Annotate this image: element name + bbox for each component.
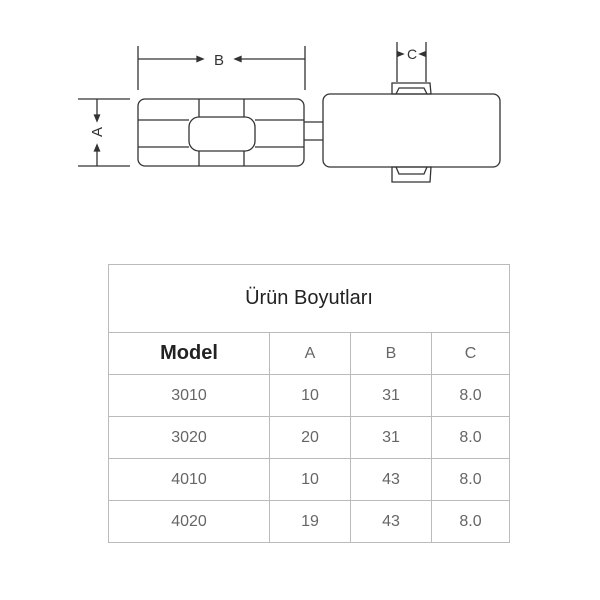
label-a: A — [89, 127, 106, 137]
product-dimension-drawing: B A C — [78, 42, 501, 183]
table-row: 4010 10 43 8.0 — [108, 458, 510, 501]
header-c: C — [431, 332, 510, 375]
cell-b: 43 — [350, 458, 432, 501]
table-row: 3010 10 31 8.0 — [108, 374, 510, 417]
left-block-top-view — [137, 98, 305, 167]
dimension-a: A — [78, 98, 130, 167]
header-b: B — [350, 332, 432, 375]
cell-b: 31 — [350, 374, 432, 417]
table-header-row: Model A B C — [108, 332, 510, 375]
right-block-side-view — [322, 82, 501, 183]
cell-c: 8.0 — [431, 458, 510, 501]
cell-a: 10 — [269, 374, 351, 417]
header-a: A — [269, 332, 351, 375]
cell-model: 4010 — [108, 458, 270, 501]
table-title: Ürün Boyutları — [108, 264, 510, 333]
cell-model: 3010 — [108, 374, 270, 417]
cell-a: 10 — [269, 458, 351, 501]
cell-b: 31 — [350, 416, 432, 459]
label-c: C — [407, 46, 417, 62]
header-model: Model — [108, 332, 270, 375]
label-b: B — [214, 52, 224, 69]
connector — [304, 121, 323, 141]
table-row: 4020 19 43 8.0 — [108, 500, 510, 543]
table-row: 3020 20 31 8.0 — [108, 416, 510, 459]
dimensions-table: Ürün Boyutları Model A B C 3010 10 31 8.… — [108, 264, 510, 543]
cell-b: 43 — [350, 500, 432, 543]
cell-a: 19 — [269, 500, 351, 543]
cell-model: 3020 — [108, 416, 270, 459]
cell-c: 8.0 — [431, 500, 510, 543]
dimension-b: B — [137, 46, 306, 90]
cell-c: 8.0 — [431, 416, 510, 459]
cell-a: 20 — [269, 416, 351, 459]
cell-c: 8.0 — [431, 374, 510, 417]
cell-model: 4020 — [108, 500, 270, 543]
dimension-c: C — [396, 42, 427, 82]
